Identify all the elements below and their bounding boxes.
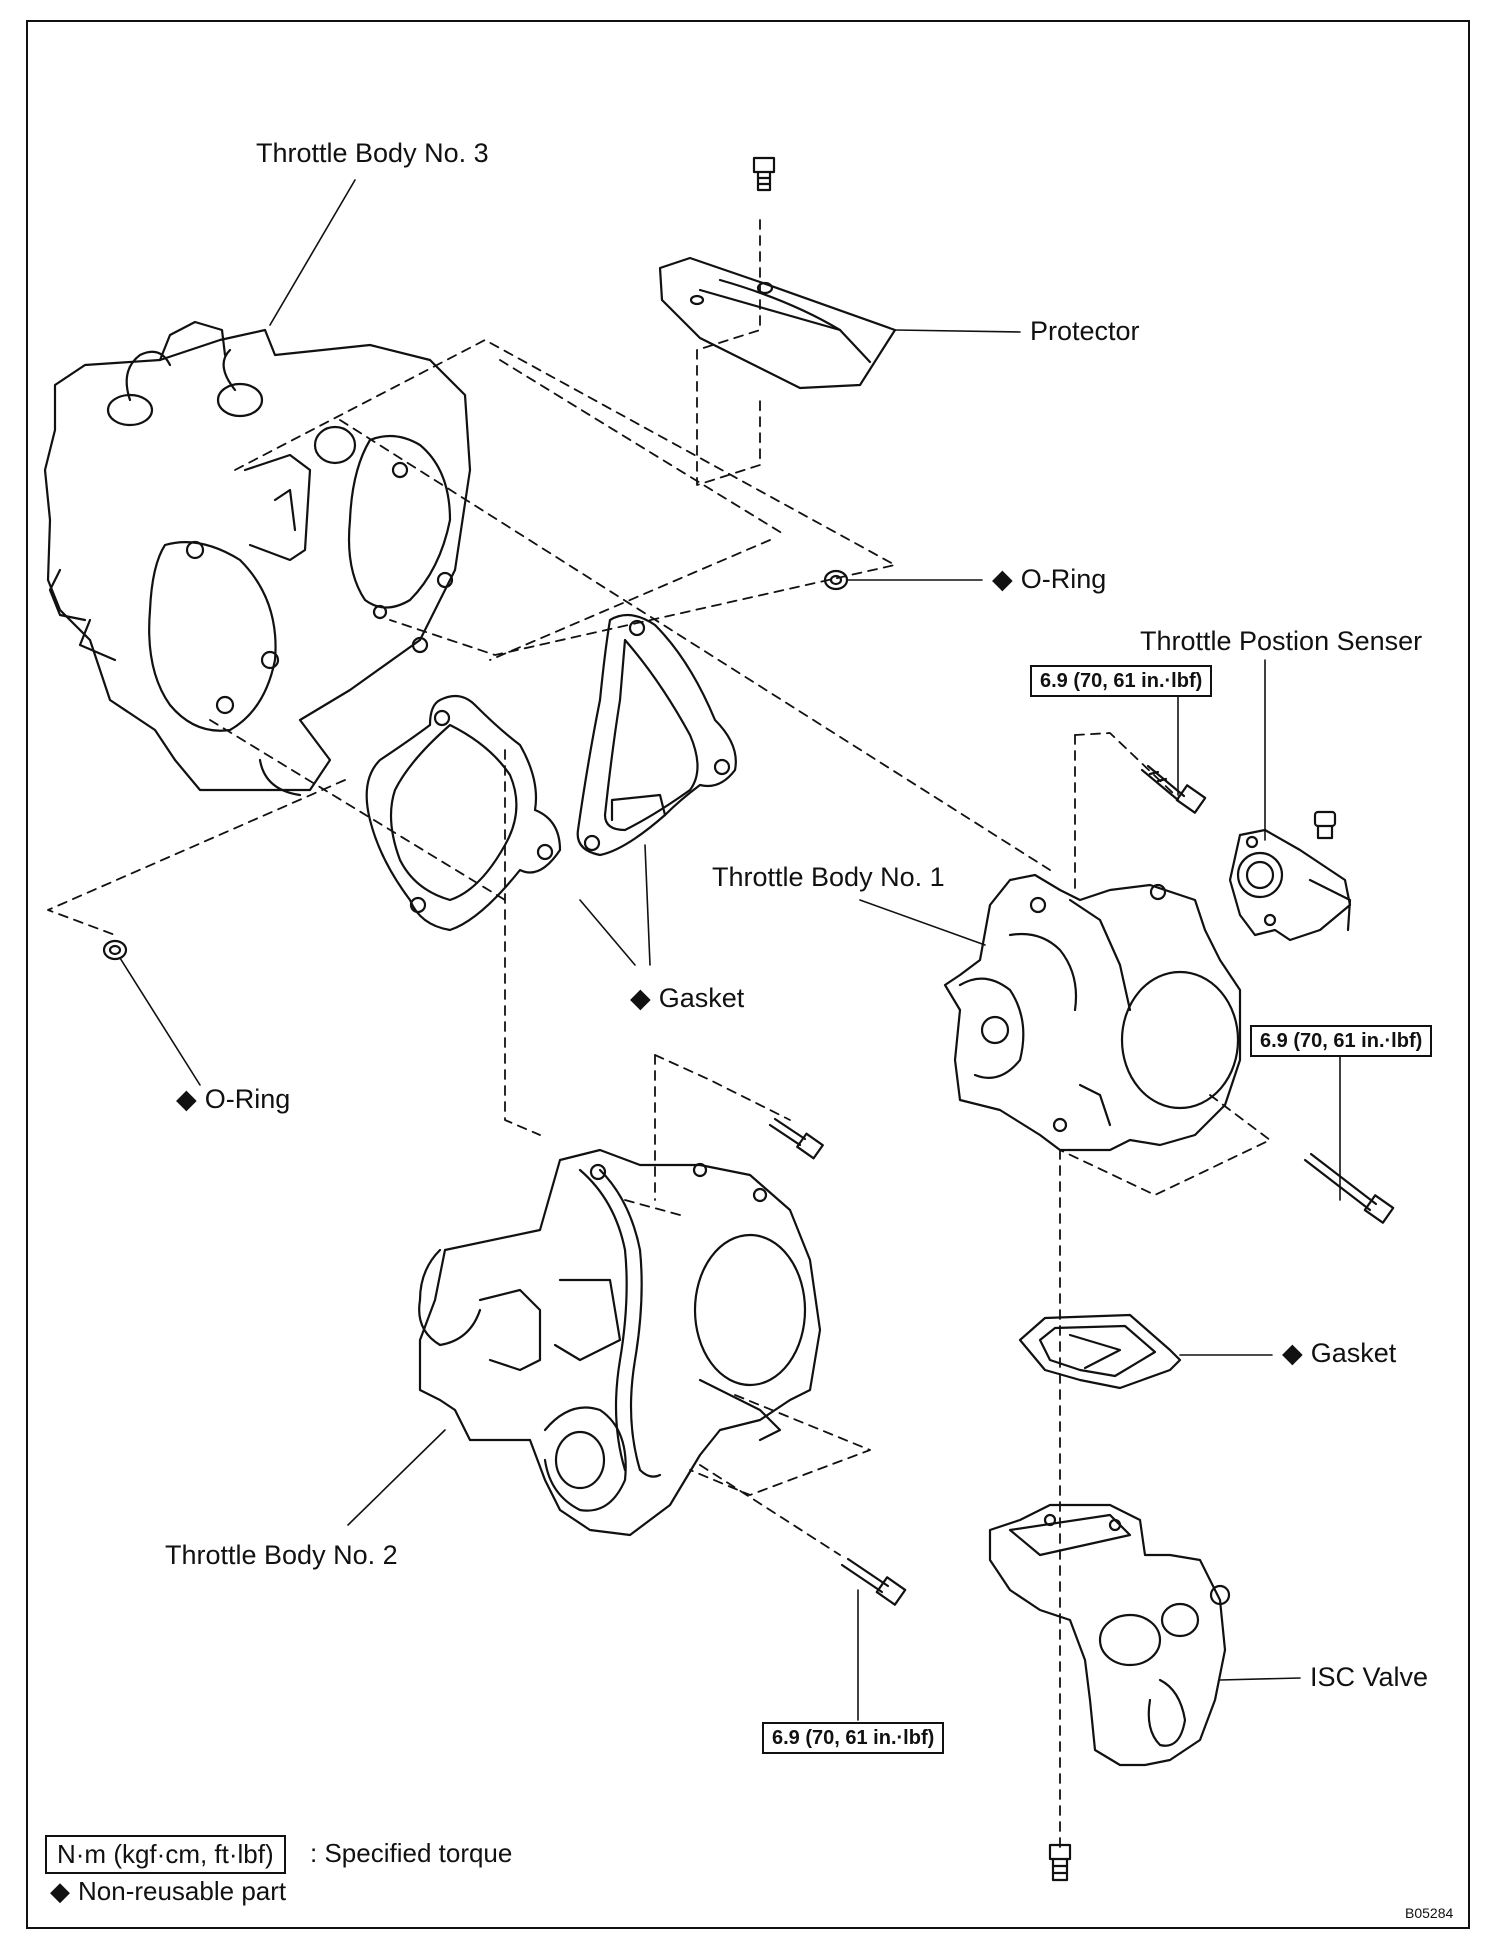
isc-bolt bbox=[1048, 1843, 1072, 1882]
isc-valve-part bbox=[988, 1503, 1231, 1767]
legend-torque-meaning: : Specified torque bbox=[310, 1838, 513, 1868]
label-o-ring-left: O-Ring bbox=[176, 1086, 291, 1113]
legend-non-reusable: Non-reusable part bbox=[50, 1878, 286, 1904]
label-o-ring-upper: O-Ring bbox=[992, 566, 1107, 593]
gasket-left-part bbox=[365, 694, 562, 932]
throttle-body-no-3-part bbox=[43, 320, 472, 797]
legend-torque-unit-box: N·m (kgf·cm, ft·lbf) bbox=[45, 1835, 286, 1874]
diagram-frame bbox=[26, 20, 1470, 1929]
tb2-side-bolt bbox=[768, 1117, 824, 1160]
throttle-body-no-1-part bbox=[943, 873, 1242, 1152]
protector-part bbox=[658, 256, 897, 390]
gasket-right-part bbox=[1018, 1313, 1182, 1390]
label-protector: Protector bbox=[1030, 316, 1140, 346]
tb1-bolt bbox=[1303, 1152, 1395, 1224]
label-gasket-center: Gasket bbox=[630, 985, 745, 1012]
assembly-guide-lines bbox=[47, 219, 1271, 1851]
gasket-center-part bbox=[576, 613, 737, 857]
o-ring-upper-part bbox=[823, 569, 849, 591]
tb2-bolt bbox=[840, 1557, 907, 1606]
torque-spec-tps-bolt: 6.9 (70, 61 in.·lbf) bbox=[1030, 665, 1213, 697]
tps-bolt bbox=[1140, 764, 1207, 814]
label-throttle-body-no-1: Throttle Body No. 1 bbox=[712, 862, 945, 892]
tps-screw bbox=[1313, 810, 1337, 840]
protector-bolt bbox=[752, 156, 776, 192]
label-throttle-position-sensor: Throttle Postion Senser bbox=[1140, 626, 1423, 656]
torque-spec-tb2-bolt: 6.9 (70, 61 in.·lbf) bbox=[762, 1722, 945, 1754]
o-ring-left-part bbox=[102, 939, 128, 961]
figure-code: B05284 bbox=[1405, 1905, 1454, 1921]
throttle-position-sensor-part bbox=[1228, 828, 1352, 942]
label-throttle-body-no-2: Throttle Body No. 2 bbox=[165, 1540, 398, 1570]
label-throttle-body-no-3: Throttle Body No. 3 bbox=[256, 138, 489, 168]
torque-spec-tb1-bolt: 6.9 (70, 61 in.·lbf) bbox=[1250, 1025, 1433, 1057]
throttle-body-no-2-part bbox=[418, 1148, 822, 1537]
leader-lines bbox=[119, 179, 1341, 1721]
label-gasket-right: Gasket bbox=[1282, 1340, 1397, 1367]
label-isc-valve: ISC Valve bbox=[1310, 1662, 1429, 1692]
